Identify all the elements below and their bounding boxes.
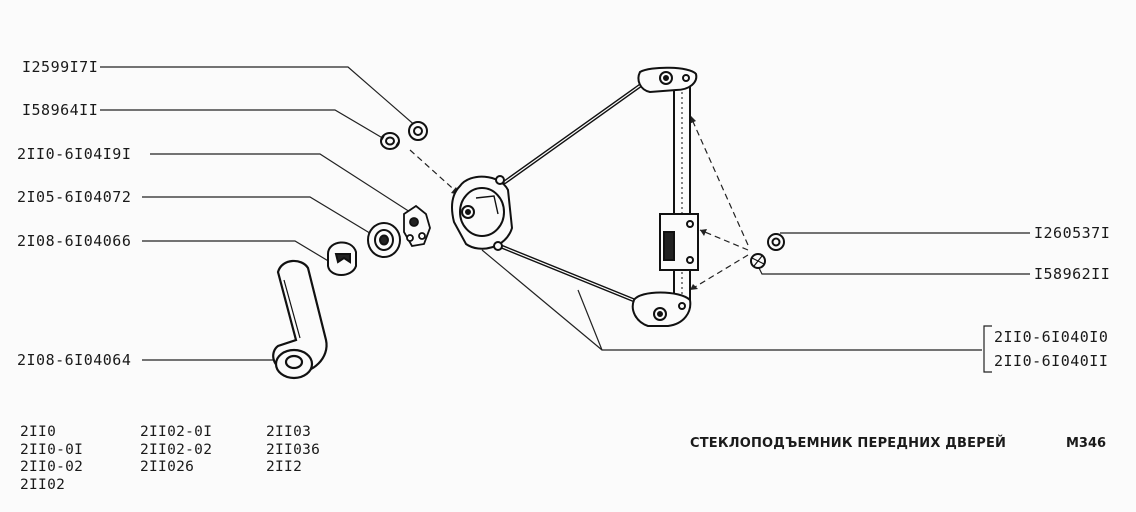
model-item: 2II036	[266, 441, 321, 458]
model-list-col1: 2II0 2II0-0I 2II0-02 2II02	[20, 424, 83, 494]
part-label-2II0-6I040II: 2II0-6I040II	[994, 352, 1109, 370]
model-item: 2II02-0I	[140, 424, 213, 440]
model-item: 2II03	[266, 424, 312, 440]
model-list-col2: 2II02-0I 2II02-02 2II026	[140, 424, 212, 477]
leader-line-I58962II	[755, 261, 1030, 275]
diagram-code: М346	[1066, 436, 1107, 451]
leader-line-I58964II	[100, 109, 387, 141]
part-label-I2599I7I: I2599I7I	[22, 58, 99, 76]
leader-line-2II0-6I04I9I	[150, 153, 411, 213]
part-label-I260537I: I260537I	[1034, 224, 1111, 242]
leader-line-2I08-6I04066	[142, 240, 331, 263]
diagram-title: СТЕКЛОПОДЪЕМНИК ПЕРЕДНИХ ДВЕРЕЙ	[690, 436, 1007, 451]
part-label-I58962II: I58962II	[1034, 265, 1111, 283]
leader-line-I2599I7I	[100, 66, 419, 129]
leader-line-2I05-6I04072	[142, 196, 379, 239]
model-item: 2II0-0I	[20, 441, 84, 458]
part-label-2II0-6I040I0: 2II0-6I040I0	[994, 328, 1109, 346]
bracket-regulator-assy	[983, 325, 992, 373]
model-item: 2II02	[20, 476, 66, 493]
part-label-2I08-6I04064: 2I08-6I04064	[17, 351, 132, 369]
model-item: 2II0	[20, 424, 57, 440]
model-item: 2II0-02	[20, 459, 84, 475]
part-label-I58964II: I58964II	[22, 101, 99, 119]
model-item: 2II2	[266, 459, 303, 475]
part-label-2I08-6I04066: 2I08-6I04066	[17, 232, 132, 250]
part-label-2I05-6I04072: 2I05-6I04072	[17, 188, 132, 206]
model-item: 2II02-02	[140, 441, 213, 458]
leader-line-regulator-assy	[481, 249, 982, 351]
model-item: 2II026	[140, 459, 195, 475]
model-list-col3: 2II03 2II036 2II2	[266, 424, 320, 477]
part-label-2II0-6I04I9I: 2II0-6I04I9I	[17, 145, 132, 163]
